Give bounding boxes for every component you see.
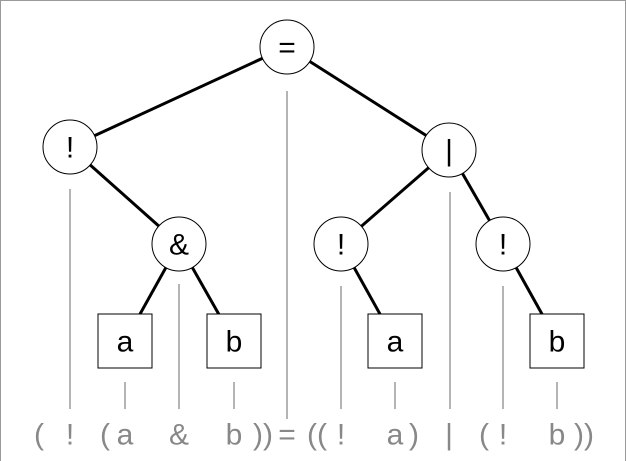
expression-token: )) [253, 419, 273, 452]
node-label: a [117, 326, 134, 359]
node-circle [421, 122, 477, 178]
expression-token: (( [307, 419, 327, 452]
node-label: b [549, 326, 566, 359]
expression-token: b [226, 419, 243, 452]
expression-token: ! [499, 419, 507, 452]
node-circle [42, 119, 98, 175]
node-label: ! [499, 229, 507, 262]
expression-token: | [445, 419, 453, 452]
expression-token: )) [574, 419, 594, 452]
expression-token: a [117, 419, 134, 452]
expression-line: (!(a&b))=((!a)|(!b)) [34, 419, 594, 452]
expression-token: ( [100, 419, 110, 452]
node-label: b [226, 326, 243, 359]
node-box [206, 313, 262, 369]
node-leaf-b-right: b [529, 313, 585, 369]
expression-token: a [387, 419, 404, 452]
node-not-left: ! [42, 119, 98, 175]
node-or: | [421, 122, 477, 178]
node-label: | [445, 135, 453, 168]
guide-lines [69, 91, 558, 419]
edge-root-eq-to-or [286, 45, 450, 152]
node-box [367, 313, 423, 369]
expression-token: ! [337, 419, 345, 452]
node-circle [151, 216, 207, 272]
node-label: & [169, 229, 189, 262]
expression-token: ) [409, 419, 419, 452]
expression-token: b [549, 419, 566, 452]
node-root-eq: = [259, 19, 315, 75]
node-not-right-b: ! [475, 216, 531, 272]
node-leaf-b-left: b [206, 313, 262, 369]
node-circle [259, 19, 315, 75]
node-leaf-a-left: a [97, 313, 153, 369]
node-label: a [387, 326, 404, 359]
node-label: ! [337, 229, 345, 262]
node-box [529, 313, 585, 369]
edge-root-eq-to-not-left [69, 45, 288, 149]
node-circle [475, 216, 531, 272]
expression-token: = [278, 419, 296, 452]
node-leaf-a-right: a [367, 313, 423, 369]
tree-nodes: =! & a b |! a! b [42, 19, 585, 369]
node-circle [313, 216, 369, 272]
expression-token: ( [34, 419, 44, 452]
node-not-right-a: ! [313, 216, 369, 272]
node-label: ! [66, 132, 74, 165]
expression-token: ! [66, 419, 74, 452]
node-and: & [151, 216, 207, 272]
node-label: = [278, 32, 296, 65]
expression-token: & [169, 419, 189, 452]
expression-token: ( [479, 419, 489, 452]
tree-edges [69, 45, 559, 342]
node-box [97, 313, 153, 369]
